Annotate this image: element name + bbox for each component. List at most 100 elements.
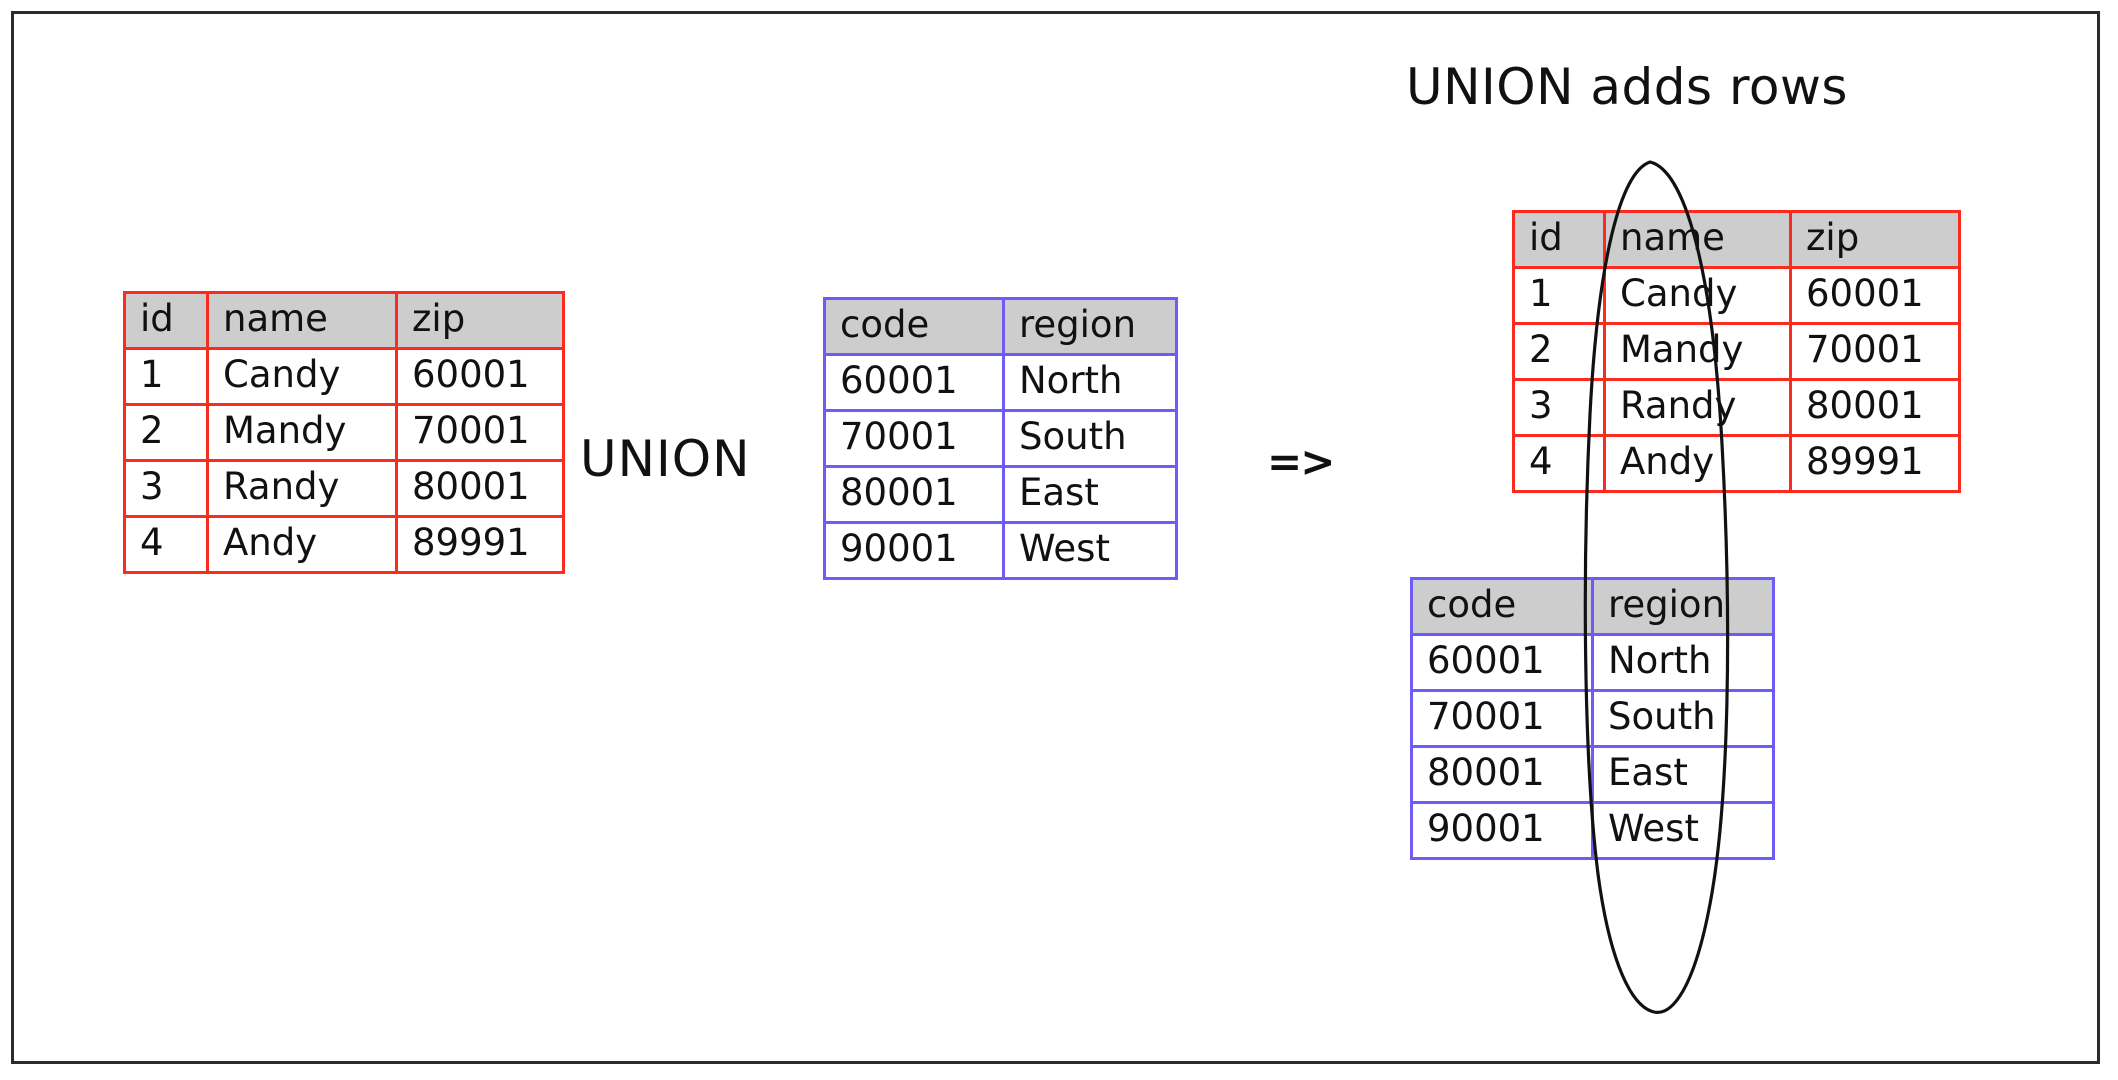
cell-value: 3: [140, 465, 164, 508]
cell-id: 4: [123, 515, 209, 574]
cell-value: 70001: [840, 415, 958, 458]
cell-zip: 70001: [1789, 322, 1961, 381]
cell-value: 80001: [840, 471, 958, 514]
union-operator-label: UNION: [580, 430, 751, 488]
cell-value: 2: [140, 409, 164, 452]
cell-value: 70001: [1806, 328, 1924, 371]
cell-name: Andy: [1603, 434, 1792, 493]
table-regions-middle: code region 60001 North 70001 South 8000…: [823, 297, 1178, 580]
table-row: 4 Andy 89991: [1512, 434, 1961, 493]
cell-value: West: [1608, 807, 1699, 850]
cell-value: 4: [140, 521, 164, 564]
table-row: 90001 West: [1410, 801, 1775, 860]
cell-value: 60001: [412, 353, 530, 396]
column-header-zip: zip: [1789, 210, 1961, 269]
cell-value: Andy: [1620, 440, 1715, 483]
cell-name: Mandy: [206, 403, 398, 462]
cell-value: Randy: [1620, 384, 1737, 427]
cell-id: 1: [123, 347, 209, 406]
cell-name: Candy: [206, 347, 398, 406]
cell-code: 60001: [823, 353, 1005, 412]
cell-region: South: [1591, 689, 1775, 748]
page-title: UNION adds rows: [1406, 58, 1848, 116]
cell-region: West: [1591, 801, 1775, 860]
column-header-name-label: name: [223, 297, 328, 340]
cell-zip: 70001: [395, 403, 565, 462]
cell-value: 90001: [840, 527, 958, 570]
cell-value: 80001: [412, 465, 530, 508]
cell-value: 60001: [1806, 272, 1924, 315]
cell-value: North: [1608, 639, 1712, 682]
cell-value: 80001: [1427, 751, 1545, 794]
table-row: 90001 West: [823, 521, 1178, 580]
cell-zip: 60001: [1789, 266, 1961, 325]
column-header-code-label: code: [1427, 583, 1517, 626]
column-header-id-label: id: [140, 297, 174, 340]
cell-value: 3: [1529, 384, 1553, 427]
cell-value: Candy: [1620, 272, 1738, 315]
table-row: 1 Candy 60001: [1512, 266, 1961, 325]
cell-id: 3: [123, 459, 209, 518]
cell-code: 90001: [823, 521, 1005, 580]
cell-value: 70001: [1427, 695, 1545, 738]
cell-zip: 89991: [1789, 434, 1961, 493]
cell-value: 2: [1529, 328, 1553, 371]
cell-id: 4: [1512, 434, 1606, 493]
cell-value: Andy: [223, 521, 318, 564]
cell-value: 60001: [840, 359, 958, 402]
table-row: 3 Randy 80001: [1512, 378, 1961, 437]
table-row: 70001 South: [1410, 689, 1775, 748]
column-header-code: code: [1410, 577, 1594, 636]
table-row: 60001 North: [1410, 633, 1775, 692]
table-header-row: id name zip: [123, 291, 565, 350]
table-row: 70001 South: [823, 409, 1178, 468]
table-result-regions-part: code region 60001 North 70001 South 8000…: [1410, 577, 1775, 860]
cell-value: 89991: [1806, 440, 1924, 483]
column-header-code-label: code: [840, 303, 930, 346]
cell-value: 70001: [412, 409, 530, 452]
cell-region: West: [1002, 521, 1178, 580]
column-header-name: name: [206, 291, 398, 350]
table-row: 4 Andy 89991: [123, 515, 565, 574]
table-header-row: id name zip: [1512, 210, 1961, 269]
column-header-name-label: name: [1620, 216, 1725, 259]
cell-value: North: [1019, 359, 1123, 402]
column-header-id-label: id: [1529, 216, 1563, 259]
cell-code: 90001: [1410, 801, 1594, 860]
table-row: 80001 East: [1410, 745, 1775, 804]
table-row: 60001 North: [823, 353, 1178, 412]
cell-value: South: [1608, 695, 1716, 738]
cell-value: 1: [140, 353, 164, 396]
table-row: 1 Candy 60001: [123, 347, 565, 406]
result-arrow-icon: =>: [1267, 437, 1335, 486]
cell-id: 3: [1512, 378, 1606, 437]
cell-name: Candy: [1603, 266, 1792, 325]
cell-value: East: [1019, 471, 1099, 514]
cell-region: North: [1002, 353, 1178, 412]
table-row: 3 Randy 80001: [123, 459, 565, 518]
table-row: 80001 East: [823, 465, 1178, 524]
cell-value: 4: [1529, 440, 1553, 483]
table-people-left: id name zip 1 Candy 60001 2 Mandy 70001 …: [123, 291, 565, 574]
column-header-region-label: region: [1019, 303, 1137, 346]
table-result-people-part: id name zip 1 Candy 60001 2 Mandy 70001 …: [1512, 210, 1961, 493]
cell-code: 80001: [823, 465, 1005, 524]
cell-value: 60001: [1427, 639, 1545, 682]
slide-frame: UNION adds rows id name zip 1 Candy 6000…: [11, 11, 2100, 1064]
table-row: 2 Mandy 70001: [123, 403, 565, 462]
cell-value: 90001: [1427, 807, 1545, 850]
column-header-code: code: [823, 297, 1005, 356]
cell-value: 80001: [1806, 384, 1924, 427]
cell-zip: 80001: [1789, 378, 1961, 437]
cell-code: 70001: [823, 409, 1005, 468]
cell-zip: 60001: [395, 347, 565, 406]
cell-id: 2: [123, 403, 209, 462]
cell-name: Mandy: [1603, 322, 1792, 381]
cell-name: Randy: [206, 459, 398, 518]
cell-region: North: [1591, 633, 1775, 692]
cell-value: West: [1019, 527, 1110, 570]
cell-region: East: [1002, 465, 1178, 524]
column-header-region: region: [1591, 577, 1775, 636]
cell-name: Randy: [1603, 378, 1792, 437]
